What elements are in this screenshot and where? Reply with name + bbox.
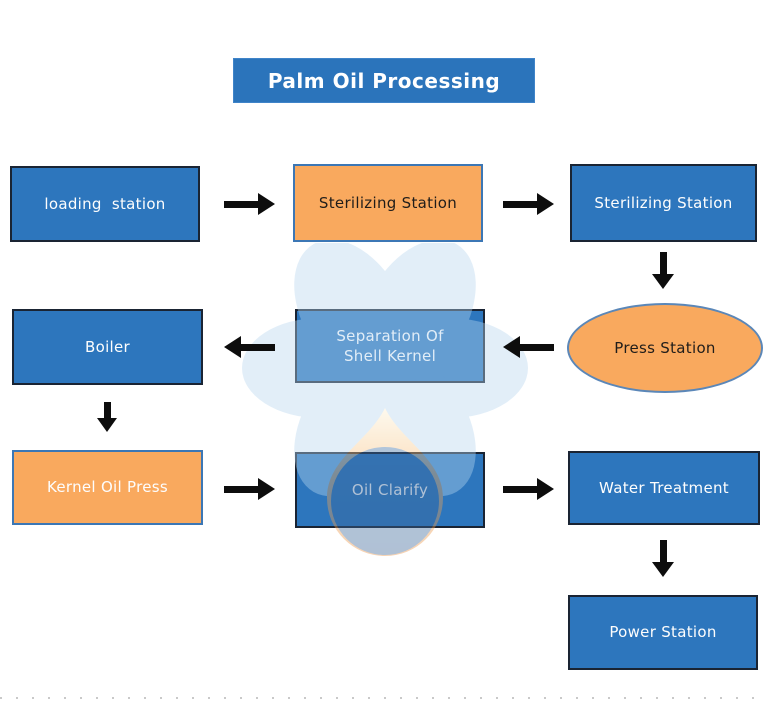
node-power-station: Power Station xyxy=(568,595,758,670)
node-loading-station: loading station xyxy=(10,166,200,242)
arrow-right-icon xyxy=(224,478,275,500)
arrow-down-icon xyxy=(652,252,674,289)
arrow-right-icon xyxy=(503,478,554,500)
diagram-title: Palm Oil Processing xyxy=(233,58,535,103)
bottom-dotted-divider xyxy=(0,697,768,699)
node-label: Separation Of Shell Kernel xyxy=(336,326,444,365)
node-label: loading station xyxy=(44,194,166,213)
arrow-right-icon xyxy=(503,193,554,215)
node-oil-clarify: Oil Clarify xyxy=(295,452,485,528)
node-kernel-oil-press: Kernel Oil Press xyxy=(12,450,203,525)
node-label: Sterilizing Station xyxy=(318,193,458,212)
node-label: Boiler xyxy=(85,337,130,356)
node-label: Kernel Oil Press xyxy=(46,478,169,497)
node-label: Press Station xyxy=(614,338,716,357)
arrow-right-icon xyxy=(224,193,275,215)
node-label: Sterilizing Station xyxy=(594,193,733,212)
arrow-down-icon xyxy=(97,402,117,432)
node-label: Oil Clarify xyxy=(351,480,429,499)
node-sterilizing-station-blue: Sterilizing Station xyxy=(570,164,757,242)
node-sterilizing-station-orange: Sterilizing Station xyxy=(293,164,483,242)
arrow-left-icon xyxy=(503,336,554,358)
arrow-down-icon xyxy=(652,540,674,577)
node-label: Power Station xyxy=(609,623,717,642)
node-separation-of-shell-kernel: Separation Of Shell Kernel xyxy=(295,309,485,383)
diagram-title-label: Palm Oil Processing xyxy=(267,68,501,93)
node-label: Water Treatment xyxy=(599,478,729,497)
node-boiler: Boiler xyxy=(12,309,203,385)
node-water-treatment: Water Treatment xyxy=(568,451,760,525)
arrow-left-icon xyxy=(224,336,275,358)
node-press-station: Press Station xyxy=(567,303,763,393)
